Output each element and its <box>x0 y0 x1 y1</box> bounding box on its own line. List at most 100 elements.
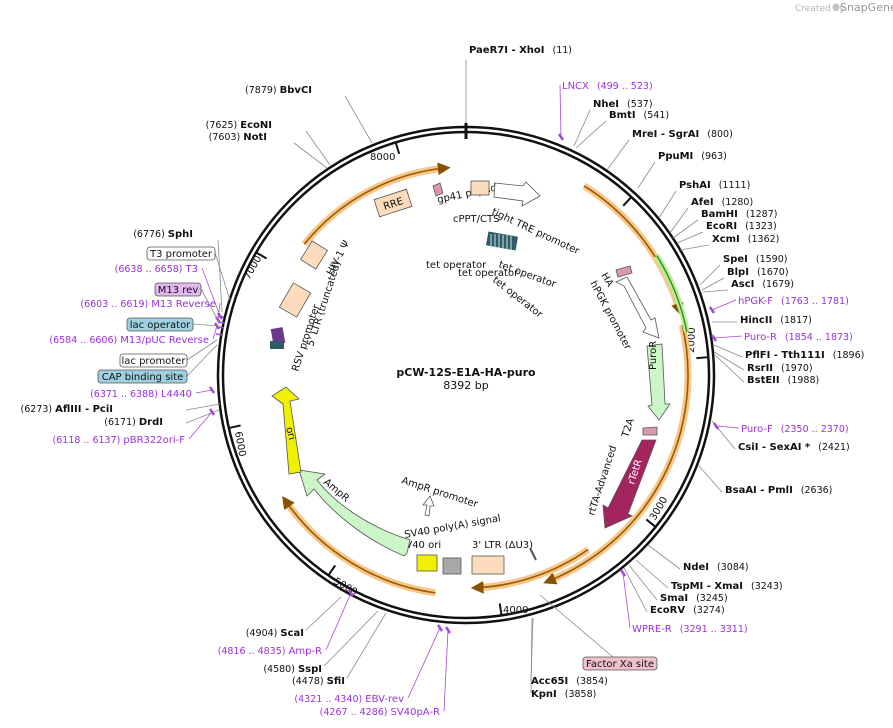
site-paer7i[interactable]: PaeR7I - XhoI(11) <box>469 45 572 56</box>
boxed-feature-lac-promoter[interactable]: lac promoter <box>119 353 188 368</box>
site-ecori[interactable]: EcoRI(1323) <box>706 221 777 232</box>
sv40-polya-label: SV40 poly(A) signal <box>404 513 502 541</box>
site-sfii[interactable]: (4478) SfiI <box>292 676 345 687</box>
feature-t2a[interactable]: T2A <box>620 417 658 440</box>
tick-mark-1000 <box>622 196 633 207</box>
feature-box-label: Factor Xa site <box>586 659 654 670</box>
primer-mark <box>208 386 216 394</box>
site-leader <box>293 142 328 169</box>
feature-box-label: lac operator <box>130 320 191 331</box>
tick-mark-5000 <box>327 564 337 576</box>
feature-ori[interactable]: ori <box>271 386 302 475</box>
site-ppumi[interactable]: PpuMI(963) <box>658 151 727 162</box>
primer-m13-puc-reverse[interactable]: (6584 .. 6606) M13/pUC Reverse <box>49 335 209 346</box>
site-spei[interactable]: SpeI(1590) <box>723 254 787 265</box>
boxed-feature-cap-binding-site[interactable]: CAP binding site <box>97 369 188 384</box>
site-afliii[interactable]: (6273) AflIII - PciI <box>21 404 113 415</box>
feature-box-label: lac promoter <box>122 356 187 367</box>
site-acc65i[interactable]: Acc65I(3854) <box>531 676 608 687</box>
feature-sv40-polya-box[interactable] <box>442 557 462 575</box>
feature-box <box>582 656 658 671</box>
primer-puro-f[interactable]: Puro-F(2350 .. 2370) <box>741 424 849 435</box>
tick-mark-7000 <box>255 251 268 260</box>
site-leader <box>305 596 342 631</box>
site-nhei[interactable]: NheI(537) <box>593 99 653 110</box>
arc-rtta-side <box>543 324 689 585</box>
site-leader <box>713 351 745 371</box>
site-csii[interactable]: CsiI - SexAI *(2421) <box>738 442 850 453</box>
feature-box <box>154 282 202 297</box>
primer-amp-r[interactable]: (4816 .. 4835) Amp-R <box>218 646 322 657</box>
primer-mark <box>208 408 216 416</box>
site-mrei[interactable]: MreI - SgrAI(800) <box>632 129 733 140</box>
site-xcmi[interactable]: XcmI(1362) <box>712 234 779 245</box>
site-noti[interactable]: (7603) NotI <box>209 132 267 143</box>
site-scai[interactable]: (4904) ScaI <box>246 628 304 639</box>
boxed-feature-factor-xa-site[interactable]: Factor Xa site <box>582 656 658 671</box>
feature-cppt[interactable]: cPPT/CTS <box>453 180 499 225</box>
puror-label: PuroR <box>648 341 659 370</box>
tick-label-2000: 2000 <box>686 327 698 353</box>
site-sphi[interactable]: (6776) SphI <box>133 229 193 240</box>
site-asci[interactable]: AscI(1679) <box>731 279 794 290</box>
box-leader <box>200 288 220 323</box>
boxed-feature-t3-promoter[interactable]: T3 promoter <box>146 246 216 261</box>
site-sspi[interactable]: (4580) SspI <box>263 664 322 675</box>
site-bbvci[interactable]: (7879) BbvCI <box>245 85 312 96</box>
feature-ltr3-box[interactable] <box>471 555 505 575</box>
feature-rtta[interactable]: rTetR rtTA-Advanced <box>586 439 657 529</box>
site-afei[interactable]: AfeI(1280) <box>691 197 753 208</box>
site-blpi[interactable]: BlpI(1670) <box>727 267 789 278</box>
site-leader <box>346 612 387 679</box>
outer-labels: PaeR7I - XhoI(11) NheI(537)BmtI(541) MreI … <box>21 45 865 718</box>
primer-sv40pa-r[interactable]: (4267 .. 4286) SV40pA-R <box>320 707 440 718</box>
feature-ampr-promoter[interactable] <box>422 495 435 517</box>
boxed-feature-lac-operator[interactable]: lac operator <box>126 317 194 332</box>
primer-mark <box>436 624 444 632</box>
feature-ampr[interactable]: AmpR <box>298 469 411 557</box>
tet-operator-cluster[interactable] <box>486 231 518 251</box>
site-bamhi[interactable]: BamHI(1287) <box>701 209 777 220</box>
site-leader <box>669 207 689 234</box>
tick-label-4000: 4000 <box>503 605 528 616</box>
feature-rre[interactable]: RRE <box>373 188 413 218</box>
tick-label-5000: 5000 <box>332 576 360 598</box>
site-econi[interactable]: (7625) EcoNI <box>206 120 272 131</box>
site-kpni[interactable]: KpnI(3858) <box>531 689 596 700</box>
primer-wpre-r[interactable]: WPRE-R(3291 .. 3311) <box>632 624 748 635</box>
site-smai[interactable]: SmaI(3245) <box>660 593 728 604</box>
site-tspmi[interactable]: TspMI - XmaI(3243) <box>671 581 783 592</box>
feature-puror[interactable]: PuroR <box>646 341 671 421</box>
feature-small-mark <box>529 547 537 561</box>
arc-ltr5-side-glow <box>301 164 445 247</box>
site-leader <box>676 231 704 244</box>
feature-box-label: M13 rev <box>158 285 199 296</box>
site-bsaai[interactable]: BsaAI - PmlI(2636) <box>725 485 832 496</box>
tick-mark-4000 <box>498 603 503 616</box>
feature-sv40-ori-box[interactable] <box>416 554 438 572</box>
primer-pbr322ori-f[interactable]: (6118 .. 6137) pBR322ori-F <box>53 435 186 446</box>
site-pflfi[interactable]: PflFI - Tth111I(1896) <box>745 350 864 361</box>
primer-puro-r[interactable]: Puro-R(1854 .. 1873) <box>744 332 853 343</box>
primer-hpgk-f[interactable]: hPGK-F(1763 .. 1781) <box>738 296 849 307</box>
site-rsrii[interactable]: RsrII(1970) <box>747 363 813 374</box>
primer-leader <box>407 627 441 699</box>
primer-lncx[interactable]: LNCX(499 .. 523) <box>562 81 653 92</box>
site-bmti[interactable]: BmtI(541) <box>609 110 669 121</box>
t2a-label: T2A <box>620 417 637 440</box>
site-ecorv[interactable]: EcoRV(3274) <box>650 605 725 616</box>
primer-m13-reverse[interactable]: (6603 .. 6619) M13 Reverse <box>80 299 216 310</box>
arc-ltr5-side <box>303 162 451 245</box>
primer-ebv-rev[interactable]: (4321 .. 4340) EBV-rev <box>294 694 404 705</box>
primer-leader <box>201 267 221 317</box>
site-hincii[interactable]: HincII(1817) <box>740 315 812 326</box>
boxed-feature-m13-rev[interactable]: M13 rev <box>154 282 202 297</box>
site-drdi[interactable]: (6171) DrdI <box>104 417 163 428</box>
feature-gp41[interactable]: gp41 peptide <box>432 181 504 206</box>
site-ndei[interactable]: NdeI(3084) <box>683 562 749 573</box>
primer-l4440[interactable]: (6371 .. 6388) L4440 <box>90 389 192 400</box>
site-pshai[interactable]: PshAI(1111) <box>679 180 750 191</box>
site-bsteii[interactable]: BstEII(1988) <box>747 375 819 386</box>
gp41-label: gp41 peptide <box>436 181 503 206</box>
primer-t3[interactable]: (6638 .. 6658) T3 <box>115 264 198 275</box>
